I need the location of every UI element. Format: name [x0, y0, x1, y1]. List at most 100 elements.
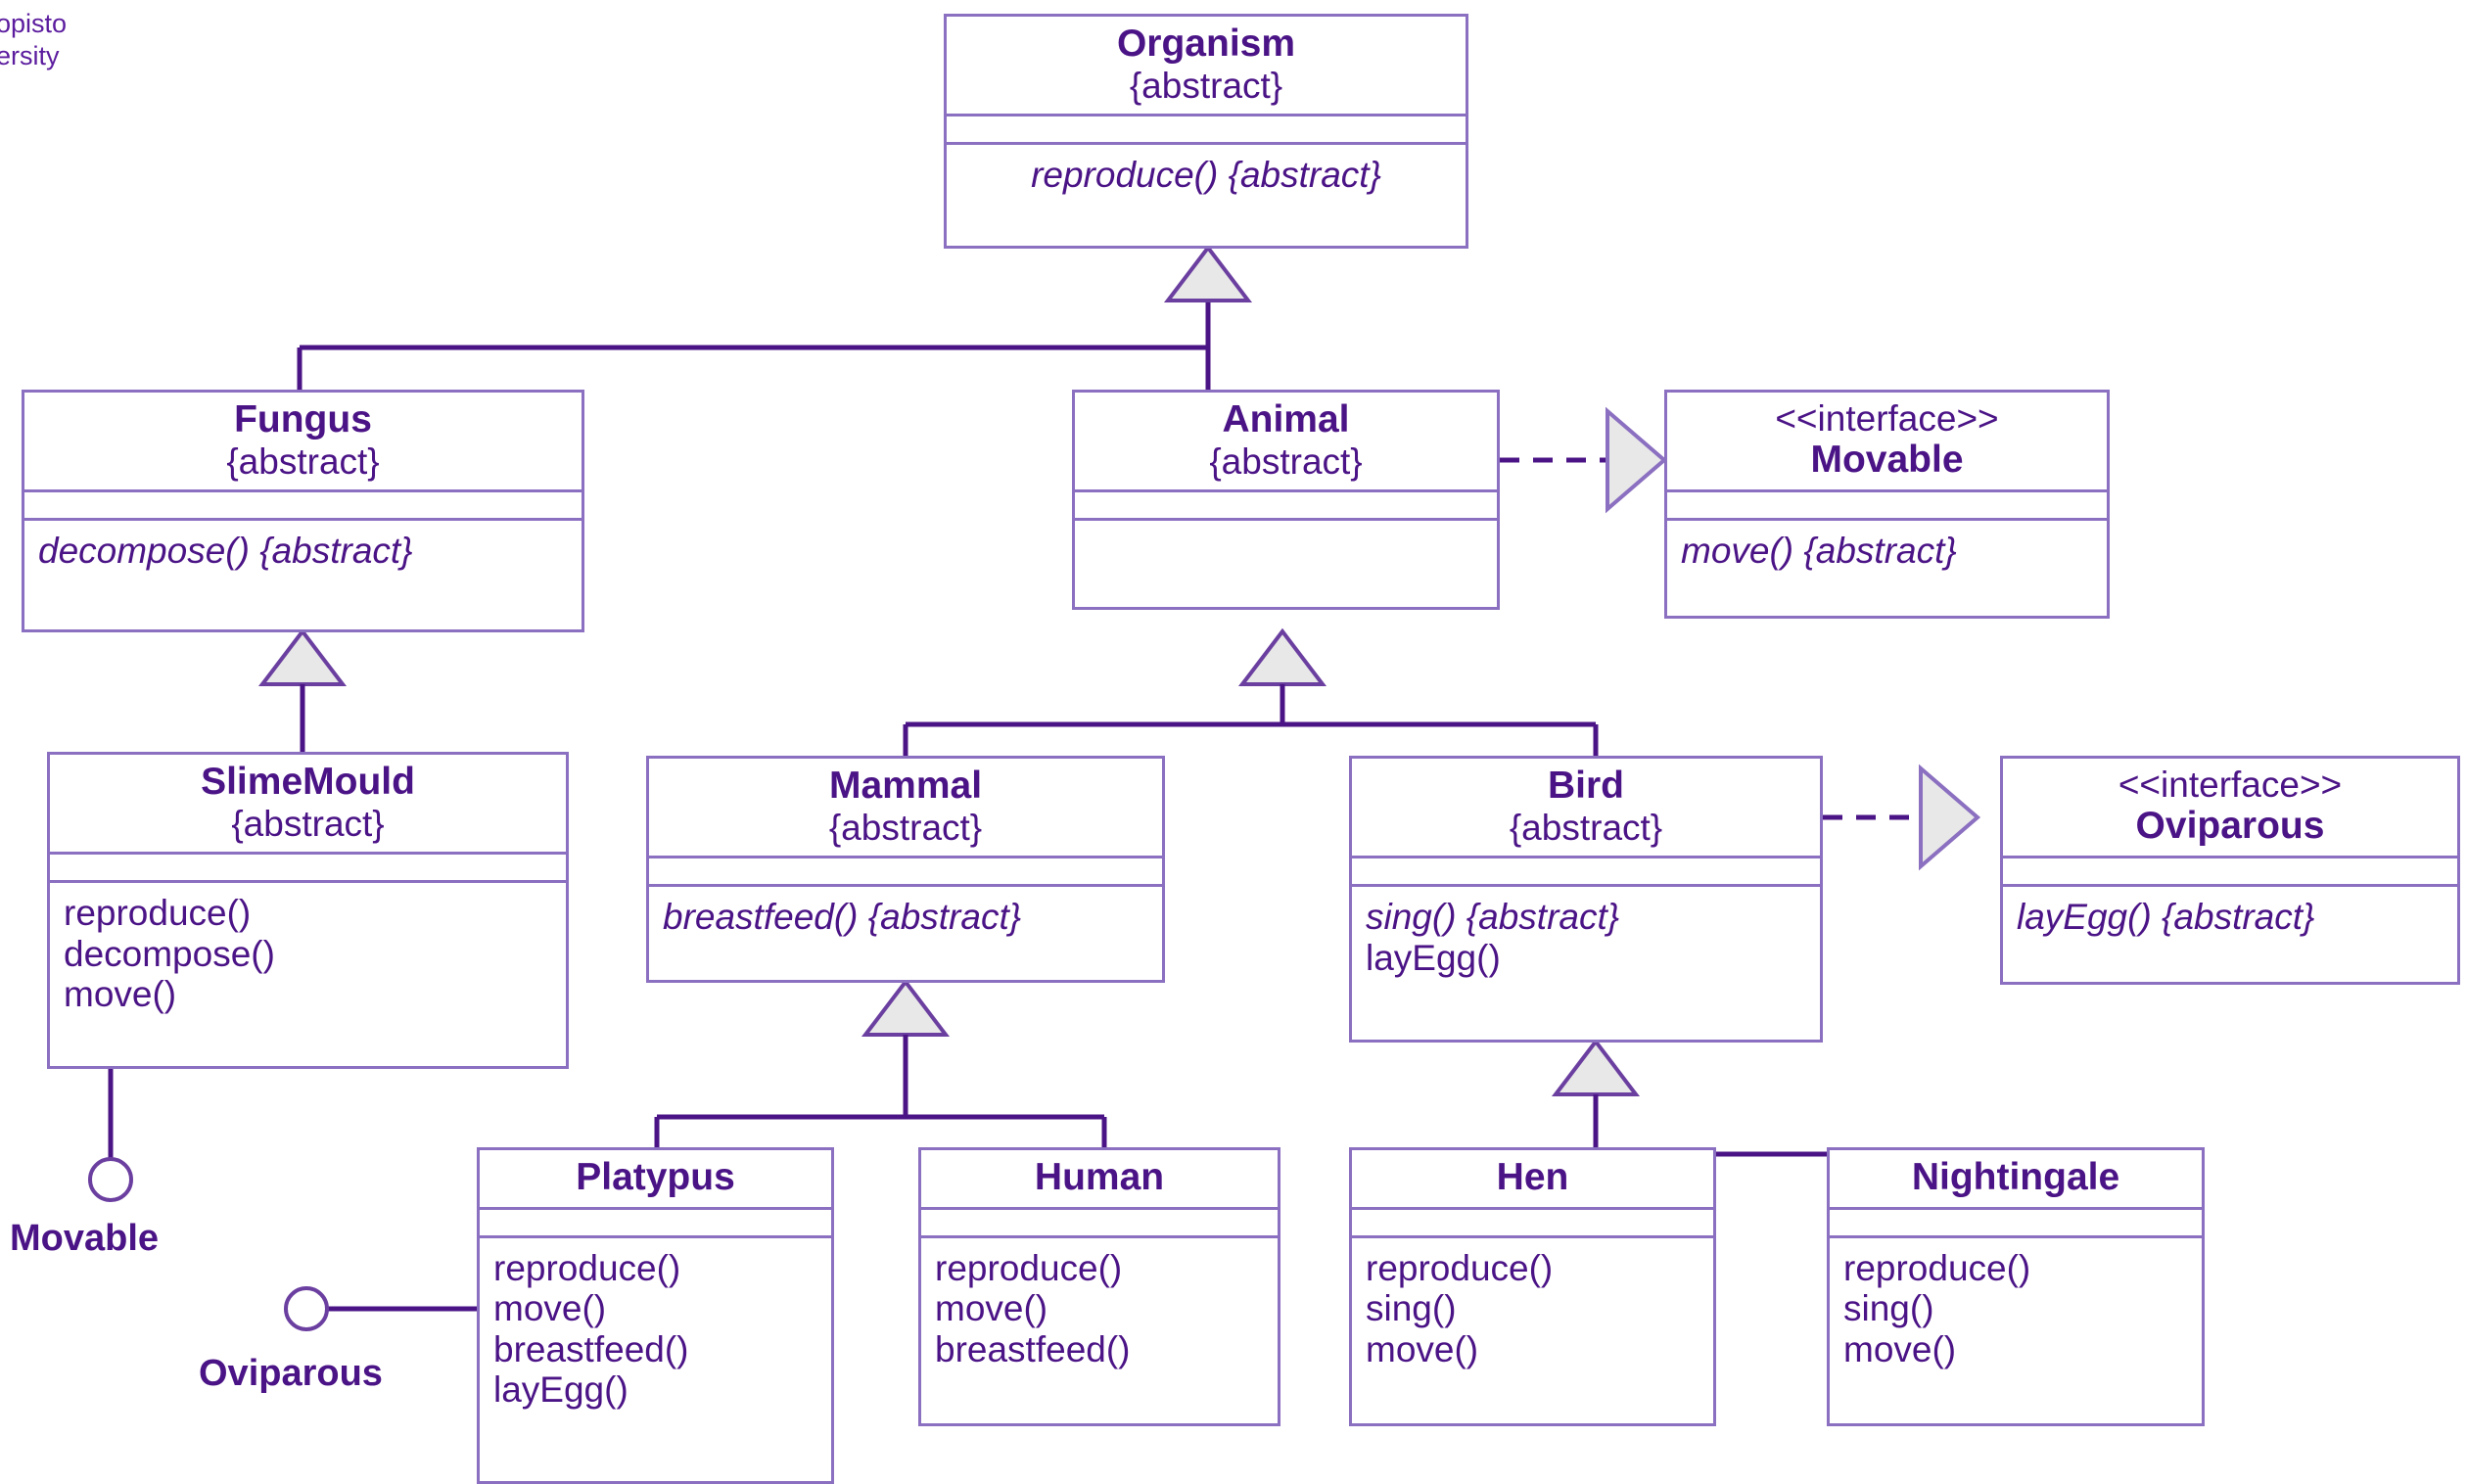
class-box-fungus[interactable]: Fungus {abstract} decompose() {abstract} [22, 390, 584, 632]
operation-item: breastfeed() {abstract} [663, 897, 1022, 938]
class-name-human: Human [1034, 1156, 1165, 1198]
class-name-compartment-mammal: Mammal {abstract} [649, 759, 1162, 856]
compartment-separator [1352, 856, 1820, 859]
attribute-compartment-fungus [24, 492, 582, 518]
class-name-compartment-bird: Bird {abstract} [1352, 759, 1820, 856]
operation-item: reproduce() [935, 1247, 1123, 1288]
watermark-line-2: ersity [0, 40, 60, 70]
class-abstract-tag-fungus: {abstract} [226, 441, 380, 482]
class-abstract-tag-slimemould: {abstract} [231, 803, 385, 844]
class-name-compartment-hen: Hen [1352, 1150, 1713, 1207]
class-box-animal[interactable]: Animal {abstract} [1072, 390, 1500, 610]
interface-name-movable: Movable [1810, 439, 1964, 482]
attribute-compartment-movable [1667, 492, 2107, 518]
provided-interface-ball-oviparous [284, 1286, 329, 1331]
operation-item: layEgg() {abstract} [2017, 897, 2315, 938]
operation-item: breastfeed() [493, 1328, 689, 1369]
compartment-separator [2003, 856, 2457, 859]
operation-compartment-organism: reproduce() {abstract} [947, 145, 1466, 203]
class-name-compartment-animal: Animal {abstract} [1075, 393, 1497, 489]
class-box-organism[interactable]: Organism {abstract} reproduce() {abstrac… [944, 14, 1468, 249]
attribute-compartment-animal [1075, 492, 1497, 518]
generalization-triangle-mammal [861, 978, 951, 1037]
operation-compartment-fungus: decompose() {abstract} [24, 521, 582, 579]
class-name-slimemould: SlimeMould [201, 761, 415, 803]
class-box-platypus[interactable]: Platypus reproduce() move() breastfeed()… [477, 1147, 834, 1484]
interface-name-compartment-movable: <<interface>> Movable [1667, 393, 2107, 489]
operation-item: sing() [1366, 1288, 1457, 1329]
compartment-separator [1352, 1234, 1713, 1238]
operation-item: move() [1366, 1328, 1479, 1369]
compartment-separator [1667, 489, 2107, 493]
class-name-platypus: Platypus [576, 1156, 735, 1198]
provided-interface-label-oviparous: Oviparous [199, 1353, 383, 1394]
class-abstract-tag-bird: {abstract} [1509, 807, 1663, 848]
generalization-triangle-bird [1551, 1038, 1641, 1096]
class-name-bird: Bird [1548, 765, 1624, 807]
generalization-triangle-organism [1163, 244, 1253, 302]
operation-item: move() [493, 1288, 607, 1329]
operation-item: decompose() [64, 933, 275, 974]
operation-item: move() [935, 1288, 1048, 1329]
operation-item: move() [1843, 1328, 1957, 1369]
watermark-line-1: opisto [0, 9, 68, 38]
class-abstract-tag-organism: {abstract} [1129, 65, 1283, 106]
class-box-human[interactable]: Human reproduce() move() breastfeed() [918, 1147, 1280, 1426]
class-box-bird[interactable]: Bird {abstract} sing() {abstract} layEgg… [1349, 756, 1823, 1043]
class-name-fungus: Fungus [234, 398, 372, 441]
operation-item: layEgg() [1366, 937, 1501, 978]
generalization-triangle-fungus [257, 627, 348, 686]
realization-arrow-bird-oviparous [1919, 764, 1981, 871]
attribute-compartment-oviparous [2003, 858, 2457, 884]
class-name-compartment-human: Human [921, 1150, 1278, 1207]
compartment-separator [24, 518, 582, 522]
compartment-separator [1075, 518, 1497, 522]
attribute-compartment-nightingale [1830, 1210, 2202, 1235]
interface-name-compartment-oviparous: <<interface>> Oviparous [2003, 759, 2457, 856]
interface-name-oviparous: Oviparous [2135, 805, 2325, 848]
operation-item: breastfeed() [935, 1328, 1131, 1369]
compartment-separator [649, 884, 1162, 888]
compartment-separator [947, 142, 1466, 146]
class-box-mammal[interactable]: Mammal {abstract} breastfeed() {abstract… [646, 756, 1165, 983]
attribute-compartment-mammal [649, 858, 1162, 884]
operation-compartment-nightingale: reproduce() sing() move() [1830, 1238, 2202, 1377]
compartment-separator [480, 1206, 831, 1210]
compartment-separator [1352, 1206, 1713, 1210]
operation-compartment-animal [1075, 521, 1497, 538]
attribute-compartment-platypus [480, 1210, 831, 1235]
compartment-separator [649, 856, 1162, 859]
stereotype-label-movable: <<interface>> [1775, 398, 1999, 439]
class-name-compartment-nightingale: Nightingale [1830, 1150, 2202, 1207]
compartment-separator [50, 880, 566, 884]
class-box-hen[interactable]: Hen reproduce() sing() move() [1349, 1147, 1716, 1426]
operation-item: move() {abstract} [1681, 531, 1957, 572]
class-name-compartment-slimemould: SlimeMould {abstract} [50, 755, 566, 852]
generalization-triangle-animal [1237, 627, 1327, 686]
class-name-compartment-fungus: Fungus {abstract} [24, 393, 582, 489]
interface-box-oviparous[interactable]: <<interface>> Oviparous layEgg() {abstra… [2000, 756, 2460, 985]
provided-interface-label-movable: Movable [10, 1218, 160, 1259]
operation-compartment-bird: sing() {abstract} layEgg() [1352, 887, 1820, 986]
compartment-separator [24, 489, 582, 493]
interface-box-movable[interactable]: <<interface>> Movable move() {abstract} [1664, 390, 2110, 619]
compartment-separator [1075, 489, 1497, 493]
compartment-separator [1667, 518, 2107, 522]
class-box-nightingale[interactable]: Nightingale reproduce() sing() move() [1827, 1147, 2205, 1426]
attribute-compartment-slimemould [50, 855, 566, 880]
provided-interface-ball-movable [88, 1157, 133, 1202]
operation-compartment-oviparous: layEgg() {abstract} [2003, 887, 2457, 945]
operation-compartment-hen: reproduce() sing() move() [1352, 1238, 1713, 1377]
attribute-compartment-hen [1352, 1210, 1713, 1235]
operation-item: reproduce() [1843, 1247, 2031, 1288]
class-box-slimemould[interactable]: SlimeMould {abstract} reproduce() decomp… [47, 752, 569, 1069]
compartment-separator [1830, 1206, 2202, 1210]
class-name-hen: Hen [1496, 1156, 1569, 1198]
operation-item: reproduce() [64, 893, 252, 934]
operation-item: reproduce() [493, 1247, 681, 1288]
class-name-mammal: Mammal [828, 765, 983, 807]
watermark: opisto ersity [0, 8, 67, 72]
operation-item: reproduce() {abstract} [1031, 155, 1381, 196]
operation-item: sing() {abstract} [1366, 897, 1620, 938]
